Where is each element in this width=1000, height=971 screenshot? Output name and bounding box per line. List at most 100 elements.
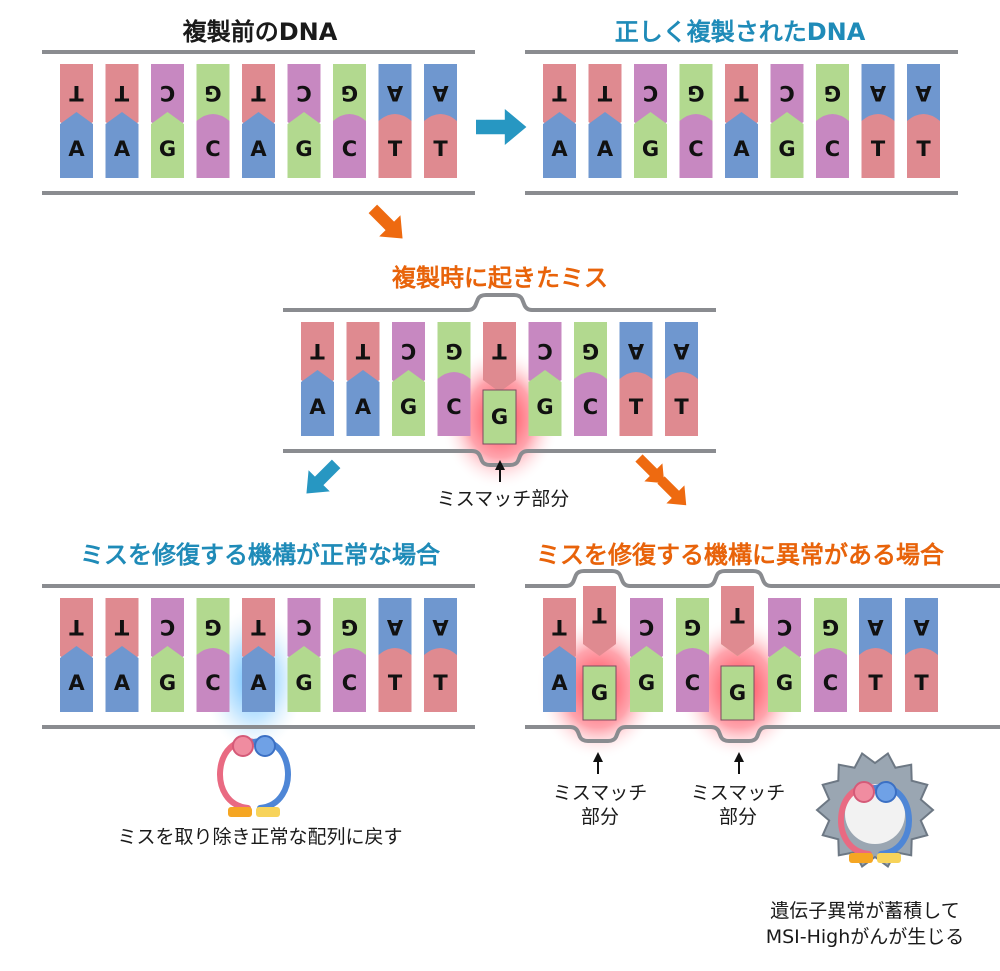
base-letter-bottom: C bbox=[446, 395, 461, 419]
base-letter-top: C bbox=[777, 615, 792, 639]
base-top-C bbox=[287, 598, 321, 668]
base-letter-top: G bbox=[687, 81, 704, 105]
base-letter-bottom: G bbox=[159, 671, 176, 695]
base-letter-bottom: A bbox=[114, 137, 131, 161]
base-bottom-T bbox=[907, 114, 940, 178]
base-letter-top: G bbox=[582, 339, 599, 363]
base-letter-top: T bbox=[592, 603, 607, 627]
base-bottom-T bbox=[859, 648, 892, 712]
base-bottom-mismatch-G bbox=[720, 665, 755, 721]
base-bottom-A bbox=[301, 370, 334, 436]
base-top-T bbox=[721, 586, 754, 656]
base-letter-bottom: G bbox=[778, 137, 795, 161]
mismatch-pointer-icon bbox=[734, 752, 744, 774]
base-top-T bbox=[483, 322, 516, 392]
mismatch-label-right-line2: 部分 bbox=[718, 806, 757, 828]
base-letter-bottom: A bbox=[309, 395, 326, 419]
arrow-down-right-icon bbox=[368, 204, 403, 239]
base-letter-top: C bbox=[639, 615, 654, 639]
base-letter-bottom: G bbox=[295, 671, 312, 695]
mismatch-pointer-icon bbox=[593, 752, 603, 774]
base-bottom-T bbox=[378, 648, 412, 712]
backbone-top bbox=[283, 293, 716, 312]
base-top-C bbox=[768, 598, 801, 668]
base-letter-top: G bbox=[204, 81, 221, 105]
base-bottom-A bbox=[105, 112, 139, 178]
mismatch-label: ミスマッチ部分 bbox=[436, 488, 570, 510]
base-letter-top: A bbox=[386, 81, 403, 105]
base-top-T bbox=[346, 322, 380, 392]
base-letter-bottom: G bbox=[642, 137, 659, 161]
repair-enzyme-icon bbox=[217, 735, 291, 817]
mismatch-label-right-line1: ミスマッチ bbox=[690, 782, 786, 804]
double-arrow-down-right-icon bbox=[635, 454, 665, 484]
base-letter-top: G bbox=[341, 81, 358, 105]
base-top-T bbox=[242, 64, 275, 134]
base-letter-top: T bbox=[492, 339, 507, 363]
arrow-down-left-icon bbox=[306, 459, 341, 494]
base-letter-bottom: G bbox=[295, 137, 312, 161]
base-top-T bbox=[105, 598, 139, 668]
base-letter-top: C bbox=[779, 81, 794, 105]
base-bottom-T bbox=[905, 648, 938, 712]
base-top-C bbox=[392, 322, 425, 392]
base-letter-bottom: T bbox=[914, 671, 929, 695]
base-top-T bbox=[60, 64, 93, 134]
base-letter-bottom: C bbox=[685, 671, 700, 695]
base-bottom-T bbox=[861, 114, 895, 178]
base-top-T bbox=[725, 64, 758, 134]
base-bottom-C bbox=[814, 648, 847, 712]
repair-caption: ミスを取り除き正常な配列に戻す bbox=[117, 826, 403, 848]
base-letter-bottom: T bbox=[433, 137, 448, 161]
backbone-top bbox=[525, 569, 1000, 588]
base-letter-top: T bbox=[69, 615, 84, 639]
base-letter-bottom: G bbox=[591, 681, 608, 705]
base-bottom-T bbox=[424, 648, 457, 712]
base-bottom-C bbox=[333, 648, 366, 712]
base-letter-bottom: T bbox=[433, 671, 448, 695]
base-bottom-A bbox=[242, 646, 275, 712]
base-letter-bottom: C bbox=[688, 137, 703, 161]
base-bottom-C bbox=[816, 114, 849, 178]
base-top-C bbox=[151, 598, 184, 668]
base-letter-bottom: G bbox=[729, 681, 746, 705]
result-caption-line2: MSI-Highがんが生じる bbox=[765, 926, 965, 948]
base-bottom-A bbox=[346, 370, 380, 436]
base-letter-bottom: T bbox=[388, 671, 403, 695]
base-letter-top: T bbox=[552, 615, 567, 639]
base-letter-bottom: C bbox=[342, 671, 357, 695]
base-letter-top: C bbox=[296, 615, 311, 639]
mismatch-label-left-line2: 部分 bbox=[580, 806, 619, 828]
base-bottom-G bbox=[630, 646, 663, 712]
base-letter-bottom: A bbox=[114, 671, 131, 695]
base-bottom-G bbox=[392, 370, 425, 436]
base-letter-bottom: C bbox=[205, 137, 220, 161]
base-letter-top: A bbox=[673, 339, 690, 363]
base-letter-top: C bbox=[537, 339, 552, 363]
base-bottom-mismatch-G bbox=[582, 665, 617, 721]
base-letter-top: C bbox=[160, 615, 175, 639]
error-dna-title: 複製時に起きたミス bbox=[392, 264, 608, 292]
base-letter-top: G bbox=[341, 615, 358, 639]
base-letter-top: G bbox=[824, 81, 841, 105]
base-letter-bottom: T bbox=[916, 137, 931, 161]
base-letter-bottom: A bbox=[551, 671, 568, 695]
base-letter-top: G bbox=[445, 339, 462, 363]
double-arrow-down-right-icon bbox=[657, 476, 687, 506]
base-letter-bottom: A bbox=[733, 137, 750, 161]
base-bottom-G bbox=[151, 112, 184, 178]
base-bottom-G bbox=[528, 370, 562, 436]
base-bottom-G bbox=[768, 646, 801, 712]
base-letter-top: C bbox=[160, 81, 175, 105]
base-letter-bottom: T bbox=[388, 137, 403, 161]
arrow-right-icon bbox=[476, 109, 527, 145]
base-top-C bbox=[630, 598, 663, 668]
base-bottom-A bbox=[60, 112, 93, 178]
base-letter-top: A bbox=[432, 615, 449, 639]
base-letter-top: A bbox=[869, 81, 886, 105]
base-top-T bbox=[60, 598, 93, 668]
